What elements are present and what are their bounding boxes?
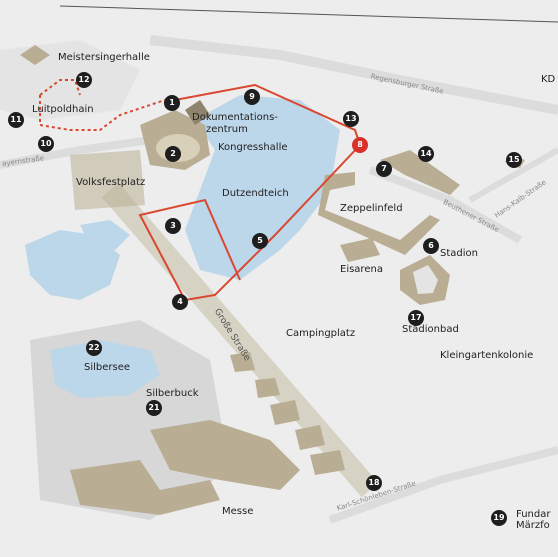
stadion-pitch bbox=[413, 265, 438, 294]
zeppelinfeld-tribune bbox=[318, 172, 440, 255]
building-along-street-2 bbox=[255, 378, 280, 398]
marker-22[interactable]: 22 bbox=[86, 340, 102, 356]
volksfestplatz-area bbox=[70, 150, 145, 210]
label-stadionbad: Stadionbad bbox=[402, 324, 459, 335]
marker-6[interactable]: 6 bbox=[423, 238, 439, 254]
regensburger-street bbox=[149, 35, 558, 115]
label-kleingartenkolonie: Kleingartenkolonie bbox=[440, 350, 534, 361]
marker-14[interactable]: 14 bbox=[418, 146, 434, 162]
marker-13[interactable]: 13 bbox=[343, 111, 359, 127]
marker-11[interactable]: 11 bbox=[8, 112, 24, 128]
label-campingplatz: Campingplatz bbox=[286, 328, 356, 339]
label-dokumentationszentrum-2: zentrum bbox=[206, 124, 248, 135]
eisarena-building bbox=[340, 238, 380, 262]
label-volksfestplatz: Volksfestplatz bbox=[76, 177, 146, 188]
messe-building-west bbox=[70, 460, 220, 515]
silbersee-water bbox=[50, 340, 160, 398]
marker-3[interactable]: 3 bbox=[165, 218, 181, 234]
hanskalb-street bbox=[468, 147, 558, 203]
marker-18[interactable]: 18 bbox=[366, 475, 382, 491]
marker-10[interactable]: 10 bbox=[38, 136, 54, 152]
messe-building-center bbox=[150, 420, 300, 490]
lake-west bbox=[25, 230, 120, 300]
label-fundament-2: Märzfo bbox=[516, 520, 550, 531]
marker-2[interactable]: 2 bbox=[165, 146, 181, 162]
meistersingerhalle-building bbox=[20, 45, 50, 65]
label-meistersingerhalle: Meistersingerhalle bbox=[58, 52, 150, 63]
label-dutzendteich: Dutzendteich bbox=[222, 188, 289, 199]
label-stadion: Stadion bbox=[440, 248, 478, 259]
marker-19[interactable]: 19 bbox=[491, 510, 507, 526]
bayern-street bbox=[0, 136, 151, 169]
label-dokumentationszentrum-1: Dokumentations- bbox=[192, 112, 278, 123]
label-luitpoldhain: Luitpoldhain bbox=[32, 104, 94, 115]
marker-9[interactable]: 9 bbox=[244, 89, 260, 105]
marker-8[interactable]: 8 bbox=[352, 137, 368, 153]
walking-route bbox=[138, 83, 362, 302]
label-kongresshalle: Kongresshalle bbox=[218, 142, 288, 153]
label-silberbuck: Silberbuck bbox=[146, 388, 199, 399]
marker-21[interactable]: 21 bbox=[146, 400, 162, 416]
marker-12[interactable]: 12 bbox=[76, 72, 92, 88]
marker-1[interactable]: 1 bbox=[164, 95, 180, 111]
marker-7[interactable]: 7 bbox=[376, 161, 392, 177]
label-zeppelinfeld: Zeppelinfeld bbox=[340, 203, 403, 214]
building-along-street-1 bbox=[230, 352, 255, 372]
luitpoldhain-dotted-route-2 bbox=[39, 79, 81, 96]
dokumentationszentrum-building bbox=[185, 100, 210, 125]
building-along-street-5 bbox=[310, 450, 345, 475]
label-fundament-1: Fundar bbox=[516, 509, 551, 520]
dutzendteich-water bbox=[185, 95, 340, 280]
karl-schoenleben-street bbox=[328, 446, 558, 524]
buildings-near-14 bbox=[380, 150, 460, 195]
building-along-street-4 bbox=[295, 425, 325, 450]
label-eisarena: Eisarena bbox=[340, 264, 383, 275]
label-silbersee: Silbersee bbox=[84, 362, 131, 373]
top-border-line bbox=[59, 5, 558, 23]
marker-4[interactable]: 4 bbox=[172, 294, 188, 310]
lake-west-small bbox=[80, 220, 130, 250]
beuthener-street bbox=[368, 166, 522, 244]
luitpoldhain-dotted-route bbox=[39, 95, 166, 131]
building-along-street-3 bbox=[270, 400, 300, 425]
label-messe: Messe bbox=[222, 506, 254, 517]
label-kd: KD bbox=[541, 74, 556, 85]
marker-17[interactable]: 17 bbox=[408, 310, 424, 326]
marker-15[interactable]: 15 bbox=[506, 152, 522, 168]
marker-5[interactable]: 5 bbox=[252, 233, 268, 249]
